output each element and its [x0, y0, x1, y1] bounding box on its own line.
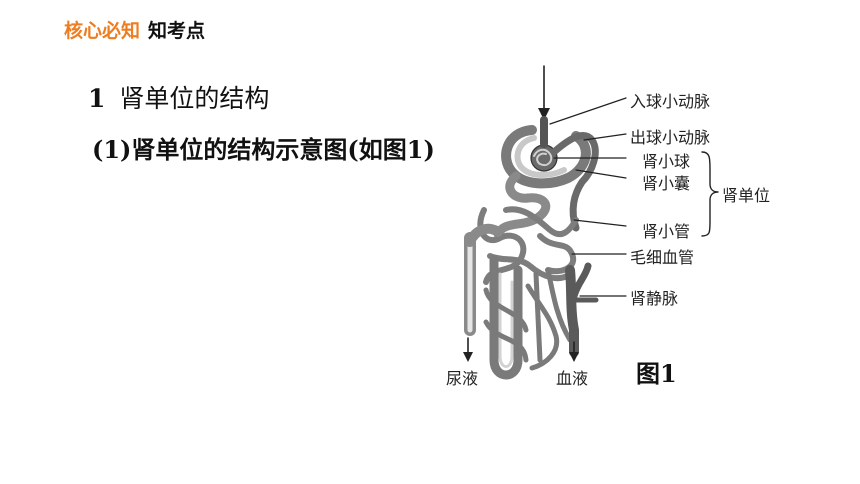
- urine-arrow-head: [463, 352, 473, 362]
- figure-caption: 图1: [636, 359, 677, 388]
- blood-arrow-head: [569, 352, 579, 362]
- label-urine: 尿液: [446, 369, 479, 388]
- label-capsule: 肾小囊: [642, 174, 691, 193]
- capsule-outer: [501, 125, 591, 189]
- glomerulus-coils: [533, 148, 553, 166]
- subsection-heading: (1)肾单位的结构示意图(如图1): [92, 135, 435, 164]
- section-number: 1: [88, 84, 106, 113]
- label-nephron: 肾单位: [722, 186, 771, 205]
- renal-vein: [565, 265, 579, 357]
- inflow-arrow-head: [538, 108, 550, 120]
- label-tubule: 肾小管: [642, 222, 691, 241]
- leader-efferent: [583, 133, 627, 141]
- vasa-recta: [483, 267, 573, 371]
- header-bar: 核心必知知考点: [64, 16, 205, 43]
- capsule-inner: [514, 135, 567, 178]
- label-glomerulus: 肾小球: [642, 152, 691, 171]
- loop-of-henle: [489, 255, 523, 380]
- label-blood: 血液: [556, 369, 589, 388]
- header-subtitle: 知考点: [148, 20, 206, 42]
- leader-afferent: [549, 97, 627, 125]
- label-vein: 肾静脉: [630, 289, 679, 308]
- loop-inner: [498, 272, 514, 368]
- label-capillary: 毛细血管: [630, 248, 695, 267]
- duct-branch: [465, 223, 503, 247]
- efferent-vessel: [550, 132, 599, 232]
- leader-tubule: [573, 219, 627, 227]
- proximal-tubule: [493, 171, 551, 239]
- label-afferent: 入球小动脉: [630, 92, 711, 111]
- renal-vein-branch: [570, 262, 592, 300]
- leader-capsule: [575, 169, 627, 179]
- header-tag: 核心必知: [64, 20, 141, 42]
- label-efferent: 出球小动脉: [630, 128, 711, 147]
- nephron-diagram: [463, 65, 719, 380]
- section-title: 肾单位的结构: [119, 84, 270, 113]
- capillary-mesh: [477, 206, 579, 285]
- section-heading: 1 肾单位的结构: [88, 79, 269, 115]
- nephron-brace: [701, 151, 719, 237]
